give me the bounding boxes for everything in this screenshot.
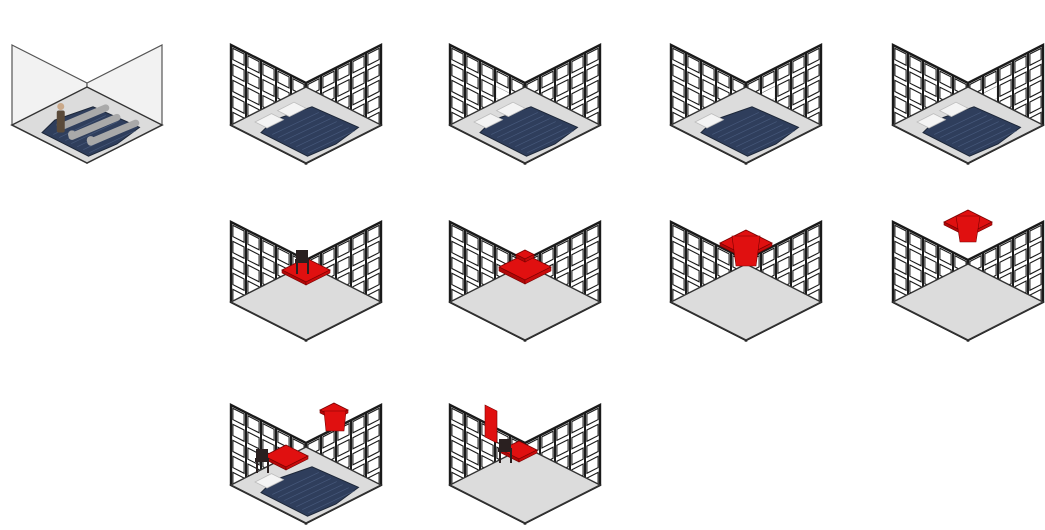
wall-drape [324,411,346,431]
hanging-drape [956,216,980,242]
room-illustration [7,3,167,168]
room-illustration [666,3,826,168]
room-panel-r2c3 [445,180,605,345]
standing-person [57,111,65,133]
wall-panel [485,405,497,443]
hanging-drape [732,236,760,266]
room-panel-r3c2 [226,363,386,528]
room-panel-r1c4 [666,3,826,168]
room-panel-r1c1 [7,3,167,168]
room-illustration [888,180,1045,345]
room-panel-r3c3 [445,363,605,528]
room-panel-r1c5 [888,3,1045,168]
room-illustration [445,180,605,345]
room-illustration [226,3,386,168]
room-panel-r2c2 [226,180,386,345]
room-illustration [226,180,386,345]
room-panel-r2c5 [888,180,1045,345]
room-illustration [888,3,1045,168]
room-illustration [445,3,605,168]
room-panel-r2c4 [666,180,826,345]
room-illustration [226,363,386,528]
room-illustration [666,180,826,345]
room-illustration [445,363,605,528]
room-panel-r1c3 [445,3,605,168]
room-panel-r1c2 [226,3,386,168]
person-head [57,103,64,110]
